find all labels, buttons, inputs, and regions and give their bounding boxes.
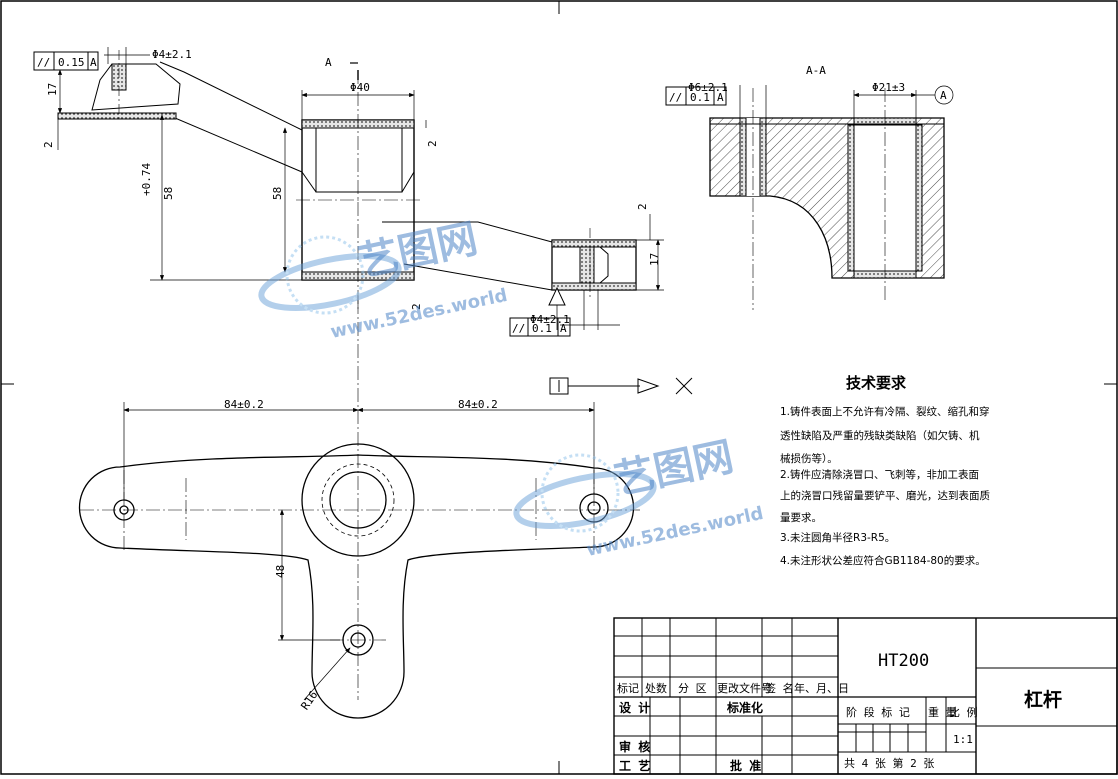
cell-zhongliang: 重 量 <box>928 705 957 719</box>
dim-84-right: 84±0.2 <box>458 398 498 411</box>
watermark-globe-icon <box>513 453 657 533</box>
row-shenhe: 审 核 <box>619 739 650 754</box>
cell-jieduan: 阶 段 标 记 <box>846 705 910 719</box>
section-title: A-A <box>806 64 826 77</box>
dim-phi6-section: Φ6±2.1 <box>688 81 728 94</box>
watermark-brand: 艺图网 <box>355 216 482 286</box>
tolerance-symbol: // <box>512 322 525 335</box>
tolerance-datum: A <box>90 56 97 69</box>
plan-view-dimensions <box>123 402 595 701</box>
row-biaozhunhua: 标准化 <box>726 700 763 715</box>
dim-phi40: Φ40 <box>350 81 370 94</box>
tolerance-value: 0.1 <box>690 91 710 104</box>
title-block: HT200 杠杆 标记 处数 分 区 更改文件号 签 名 年、月、日 设 计 标… <box>617 651 1062 773</box>
tolerance-value: 0.1 <box>532 322 552 335</box>
tolerance-frame-bottom: // 0.1 A <box>509 317 571 337</box>
header-fenqu: 分 区 <box>678 682 707 695</box>
dim-phi4-top: Φ4±2.1 <box>152 48 192 61</box>
tech-note-line: 量要求。 <box>780 512 822 524</box>
dim-58-upper: +0.74 <box>140 163 153 196</box>
tech-note-line: 上的浇冒口残留量要铲平、磨光，达到表面质 <box>780 489 990 502</box>
dim-84-left: 84±0.2 <box>224 398 264 411</box>
header-date: 年、月、日 <box>794 681 849 695</box>
sheet-count: 共 4 张 第 2 张 <box>844 756 934 770</box>
plan-view-centerlines <box>80 300 640 700</box>
tech-title: 技术要求 <box>846 374 907 392</box>
section-marker: A <box>325 56 332 69</box>
watermark-brand: 艺图网 <box>611 434 738 504</box>
header-qianming: 签 名 <box>765 681 794 695</box>
tolerance-datum: A <box>560 322 567 335</box>
section-dimensions <box>739 85 954 118</box>
dim-58: 58 <box>271 187 284 200</box>
header-biaoji: 标记 <box>617 681 639 695</box>
section-view-a-a <box>709 88 945 310</box>
header-genggai: 更改文件号 <box>717 681 772 695</box>
part-name: 杠杆 <box>1024 688 1062 711</box>
watermark-right: 艺图网 www.52des.world <box>513 434 765 561</box>
material-label: HT200 <box>878 651 929 671</box>
tolerance-frame-top: // 0.15 A <box>33 51 99 71</box>
watermark-globe-icon <box>258 235 402 315</box>
tech-note-line: 4.未注形状公差应符合GB1184-80的要求。 <box>780 554 986 567</box>
watermark-left: 艺图网 www.52des.world <box>258 216 510 343</box>
dim-17-left: 17 <box>46 83 59 96</box>
dim-17-right: 17 <box>648 253 661 266</box>
tech-note-line: 2.铸件应清除浇冒口、飞刺等，非加工表面 <box>780 468 979 481</box>
projection-symbol <box>549 377 693 395</box>
cell-bili: 比 例 <box>949 705 978 719</box>
row-gongyi: 工 艺 <box>619 758 650 773</box>
dim-2-left: 2 <box>42 141 55 148</box>
dim-phi21: Φ21±3 <box>872 81 905 94</box>
datum-a-circle: A <box>940 89 947 102</box>
dim-58-tol: 58 <box>162 187 175 200</box>
tech-note-line: 械损伤等）。 <box>780 452 838 465</box>
header-chushu: 处数 <box>645 682 667 695</box>
tolerance-symbol: // <box>37 56 50 69</box>
tolerance-value: 0.15 <box>58 56 85 69</box>
technical-requirements: 技术要求 1.铸件表面上不允许有冷隔、裂纹、缩孔和穿 透性缺陷及严重的残缺类缺陷… <box>780 374 990 567</box>
front-view <box>57 50 637 310</box>
row-pizhun: 批 准 <box>730 758 761 773</box>
dim-2-right: 2 <box>636 203 649 210</box>
dim-2-bottom: 2 <box>410 303 423 310</box>
tech-note-line: 透性缺陷及严重的残缺类缺陷（如欠铸、机 <box>780 429 980 442</box>
front-view-dimensions <box>57 47 664 330</box>
row-sheji: 设 计 <box>619 700 650 715</box>
scale-value: 1:1 <box>953 733 973 746</box>
dim-2-mid: 2 <box>426 140 439 147</box>
tech-note-line: 3.未注圆角半径R3-R5。 <box>780 531 895 544</box>
dim-48: 48 <box>274 565 287 578</box>
tolerance-frame-section: // 0.1 A <box>665 86 727 106</box>
tolerance-symbol: // <box>669 91 682 104</box>
title-block-grid <box>613 617 1118 775</box>
dim-phi4-bottom: Φ4±2.1 <box>530 313 570 326</box>
tolerance-datum: A <box>717 91 724 104</box>
watermark-url: www.52des.world <box>329 285 510 343</box>
tech-note-line: 1.铸件表面上不允许有冷隔、裂纹、缩孔和穿 <box>780 405 990 418</box>
